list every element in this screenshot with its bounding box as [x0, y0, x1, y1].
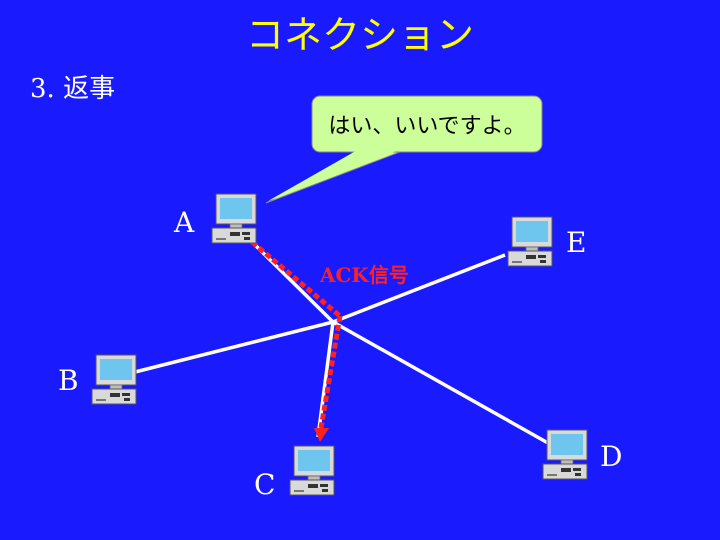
link-e [332, 253, 506, 324]
speech-callout [265, 95, 543, 204]
node-label-a: A [174, 206, 195, 239]
computer-c-icon [289, 445, 335, 496]
ack-arrowhead [314, 428, 329, 442]
ack-signal-path [250, 240, 343, 429]
slide-title: コネクション [245, 13, 474, 57]
step-heading: 3. 返事 [30, 74, 116, 104]
node-label-b: B [58, 364, 79, 397]
node-label-e: E [566, 226, 587, 259]
callout-text: はい、いいですよ。 [328, 114, 526, 139]
node-label-d: D [600, 440, 623, 473]
computer-b-icon [91, 354, 137, 405]
link-b [134, 320, 334, 374]
link-d [332, 320, 549, 445]
ack-signal-label: ACK信号 [320, 263, 409, 287]
computer-d-icon [542, 429, 588, 480]
computer-a-icon [211, 193, 257, 244]
computer-e-icon [507, 216, 553, 267]
link-a [248, 238, 335, 324]
node-label-c: C [254, 468, 276, 501]
